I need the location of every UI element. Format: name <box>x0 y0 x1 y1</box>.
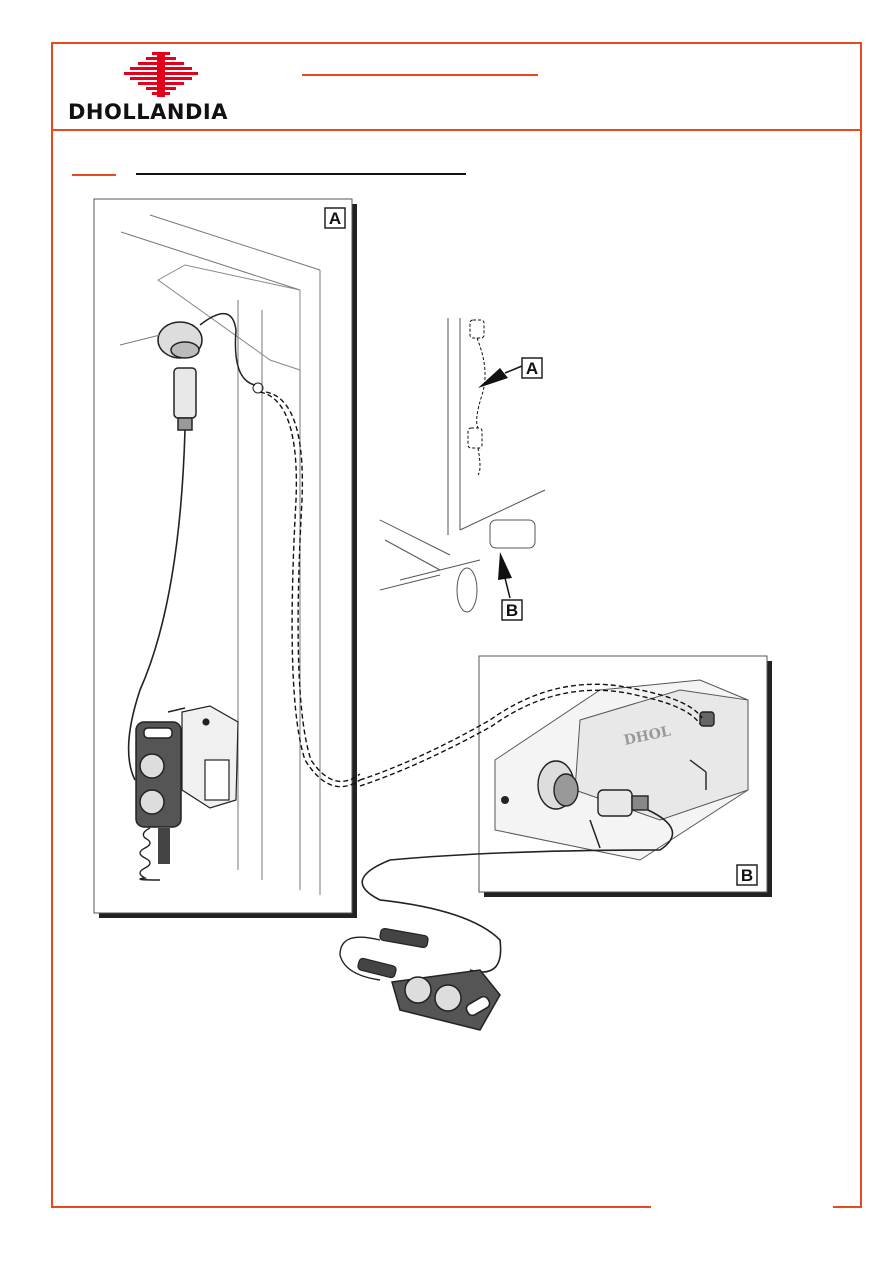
footer-rule-right <box>833 1206 862 1208</box>
header-divider <box>51 129 862 131</box>
header-title-rule <box>302 74 538 76</box>
panel-a: A <box>93 198 361 918</box>
dhollandia-logo: DHOLLANDIA <box>68 50 264 126</box>
logo-wordmark: DHOLLANDIA <box>68 100 228 124</box>
pointer-b-label: B <box>506 601 518 620</box>
pointer-a-label: A <box>526 359 538 378</box>
remote-control-loose <box>339 927 501 1031</box>
panel-a-label: A <box>329 209 341 228</box>
logo-emblem-icon <box>124 52 198 97</box>
page-frame <box>51 42 862 1208</box>
section-number-rule <box>72 174 116 176</box>
footer-rule-left <box>51 1206 651 1208</box>
section-title-rule <box>136 173 466 175</box>
panel-b: DHOL B <box>359 655 772 973</box>
panel-b-label: B <box>741 866 753 885</box>
truck-overview: A B <box>379 318 546 621</box>
